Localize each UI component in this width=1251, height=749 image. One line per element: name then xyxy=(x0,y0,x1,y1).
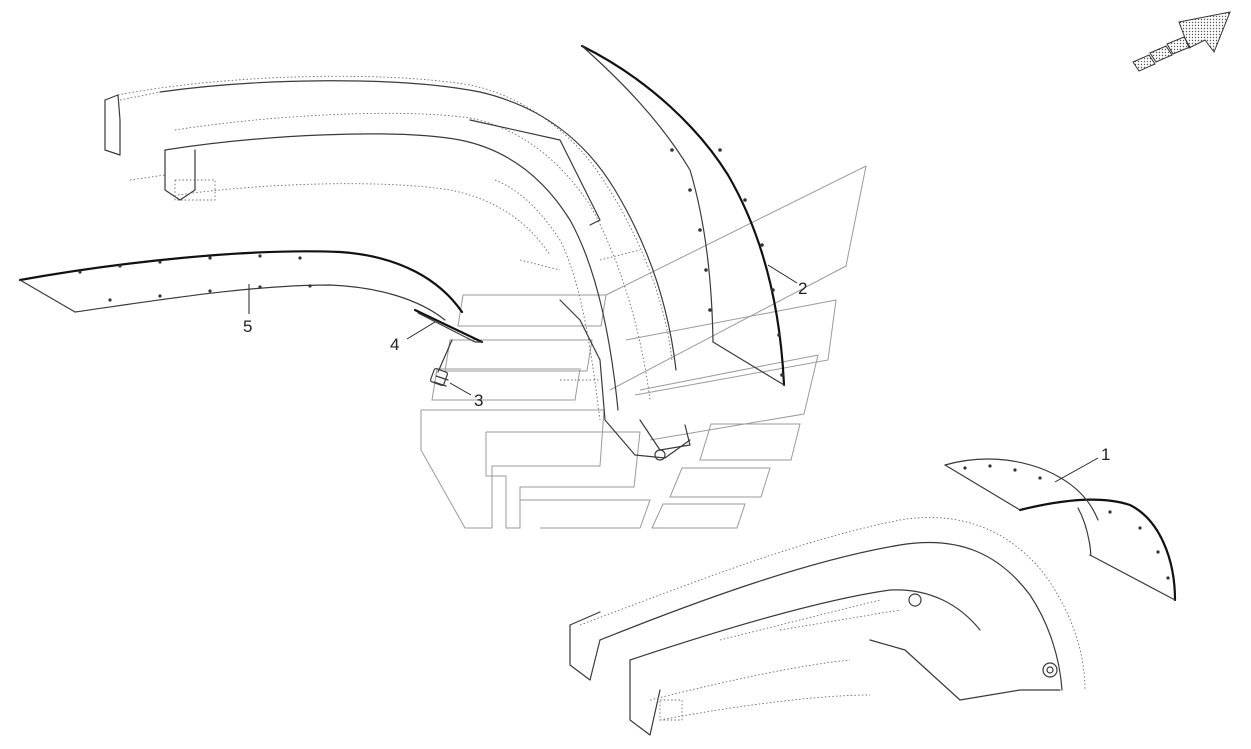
part-1-fender-extension xyxy=(944,458,1177,602)
tractor-body-ghost-outline xyxy=(420,165,867,529)
callout-label-3: 3 xyxy=(474,391,483,410)
callout-label-5: 5 xyxy=(243,317,252,336)
callout-5: 5 xyxy=(243,284,252,336)
callout-label-1: 1 xyxy=(1101,445,1110,464)
lower-right-fender-assembly xyxy=(569,517,1086,736)
part-2-fender-extension xyxy=(580,44,786,387)
part-5-fender-panel xyxy=(18,250,464,321)
part-4-washer-strip xyxy=(413,308,484,344)
callout-1: 1 xyxy=(1054,445,1110,483)
part-3-bolt xyxy=(429,339,453,387)
callout-label-4: 4 xyxy=(390,335,399,354)
forward-arrow-icon xyxy=(1132,11,1231,72)
callout-3: 3 xyxy=(449,382,483,410)
callout-4: 4 xyxy=(390,321,436,354)
callout-label-2: 2 xyxy=(798,279,807,298)
callout-2: 2 xyxy=(767,264,807,298)
upper-left-fender-assembly xyxy=(104,75,691,461)
